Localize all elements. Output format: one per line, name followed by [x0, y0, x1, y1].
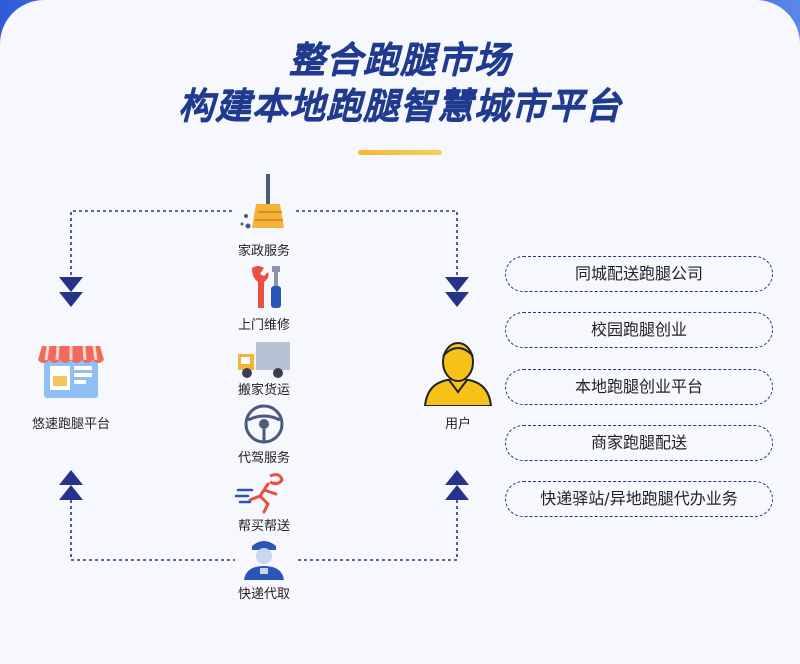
service-label-driving: 代驾服务 [237, 451, 290, 466]
truck-icon [234, 338, 294, 386]
steering-wheel-icon [234, 402, 294, 450]
storefront-icon [38, 340, 104, 402]
service-label-repair: 上门维修 [237, 318, 290, 333]
service-driving [216, 402, 312, 450]
title-divider [358, 150, 442, 155]
business-pill-merchant-delivery: 商家跑腿配送 [505, 425, 773, 461]
business-pill-local-platform: 本地跑腿创业平台 [505, 369, 773, 405]
page-title: 整合跑腿市场 构建本地跑腿智慧城市平台 [0, 38, 800, 130]
platform-label: 悠速跑腿平台 [31, 417, 110, 432]
delivery-person-icon [234, 536, 294, 584]
user-label: 用户 [444, 417, 471, 432]
user-avatar-icon [423, 338, 493, 407]
service-label-errand: 帮买帮送 [237, 519, 290, 534]
running-courier-icon [234, 470, 294, 518]
service-errand [216, 470, 312, 518]
business-pill-campus: 校园跑腿创业 [505, 312, 773, 348]
wrench-screwdriver-icon [234, 264, 294, 312]
business-pill-city-delivery: 同城配送跑腿公司 [505, 256, 773, 292]
connector-bottom-left [70, 500, 235, 561]
service-label-housekeeping: 家政服务 [237, 244, 290, 259]
service-repair [216, 264, 312, 312]
arrow-down-right [445, 277, 469, 292]
arrow-up-right [445, 470, 469, 485]
service-label-parcel-pickup: 快递代取 [237, 587, 290, 602]
arrow-down-left [59, 277, 83, 292]
connector-top-left [70, 210, 232, 275]
arrow-up-left [59, 470, 83, 485]
title-line-2: 构建本地跑腿智慧城市平台 [177, 86, 622, 127]
business-pill-express-station: 快递驿站/异地跑腿代办业务 [505, 481, 773, 517]
service-label-moving: 搬家货运 [237, 383, 290, 398]
broom-icon [234, 172, 294, 229]
service-moving [216, 338, 312, 386]
service-housekeeping [216, 172, 312, 229]
service-parcel-pickup [216, 536, 312, 584]
title-line-1: 整合跑腿市场 [288, 40, 511, 81]
connector-top-right [296, 210, 458, 275]
connector-bottom-right [296, 500, 458, 561]
